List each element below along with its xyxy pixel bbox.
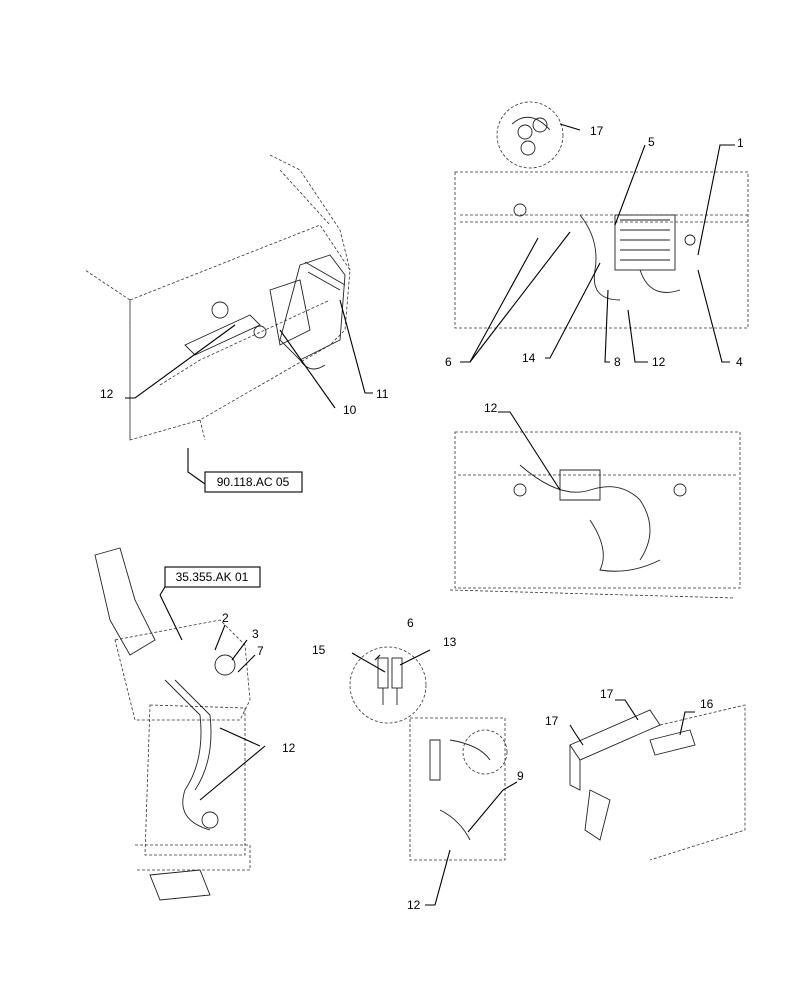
callout-numbers: 17 5 1 6 14 8 12 4 12 11 10 12 2 3 7 12 … (100, 124, 744, 912)
view-lower-right-bracket (569, 704, 746, 861)
callout-2: 2 (222, 611, 229, 625)
callout-11: 11 (376, 387, 389, 401)
detail-circle-connector (349, 646, 427, 724)
callout-6-detail: 6 (407, 616, 414, 630)
callout-10: 10 (343, 403, 357, 417)
ref-box-35-355[interactable]: 35.355.AK 01 (164, 566, 261, 588)
callout-17-bottom-a: 17 (600, 687, 614, 701)
view-lower-middle-panel (409, 717, 508, 861)
callout-12-bottom-left: 12 (282, 741, 296, 755)
callout-8: 8 (614, 355, 621, 369)
view-middle-right-panel (449, 431, 741, 599)
ref-box-90-118[interactable]: 90.118.AC 05 (204, 471, 303, 493)
callout-3: 3 (252, 627, 259, 641)
callout-17-bottom-b: 17 (545, 714, 559, 728)
callout-9: 9 (517, 769, 524, 783)
leader-lines (125, 123, 735, 906)
callout-12-bottom-mid: 12 (407, 898, 421, 912)
callout-14: 14 (522, 351, 536, 365)
detail-circle-top (496, 101, 564, 169)
view-upper-left-frame (84, 154, 351, 441)
ref-label-90-118: 90.118.AC 05 (217, 475, 290, 489)
view-lower-left-console (94, 547, 251, 901)
ref-label-35-355: 35.355.AK 01 (176, 570, 249, 584)
callout-12-mid-right: 12 (484, 401, 498, 415)
callout-16: 16 (700, 697, 714, 711)
view-upper-right-panel (454, 171, 749, 329)
callout-12-left: 12 (100, 387, 114, 401)
callout-15: 15 (312, 643, 326, 657)
callout-1: 1 (737, 136, 744, 150)
callout-12-top-right: 12 (652, 355, 666, 369)
callout-6-top: 6 (445, 355, 452, 369)
callout-13: 13 (443, 635, 457, 649)
callout-4: 4 (736, 355, 743, 369)
callout-17-top: 17 (590, 124, 604, 138)
callout-5: 5 (648, 135, 655, 149)
callout-7: 7 (257, 644, 264, 658)
